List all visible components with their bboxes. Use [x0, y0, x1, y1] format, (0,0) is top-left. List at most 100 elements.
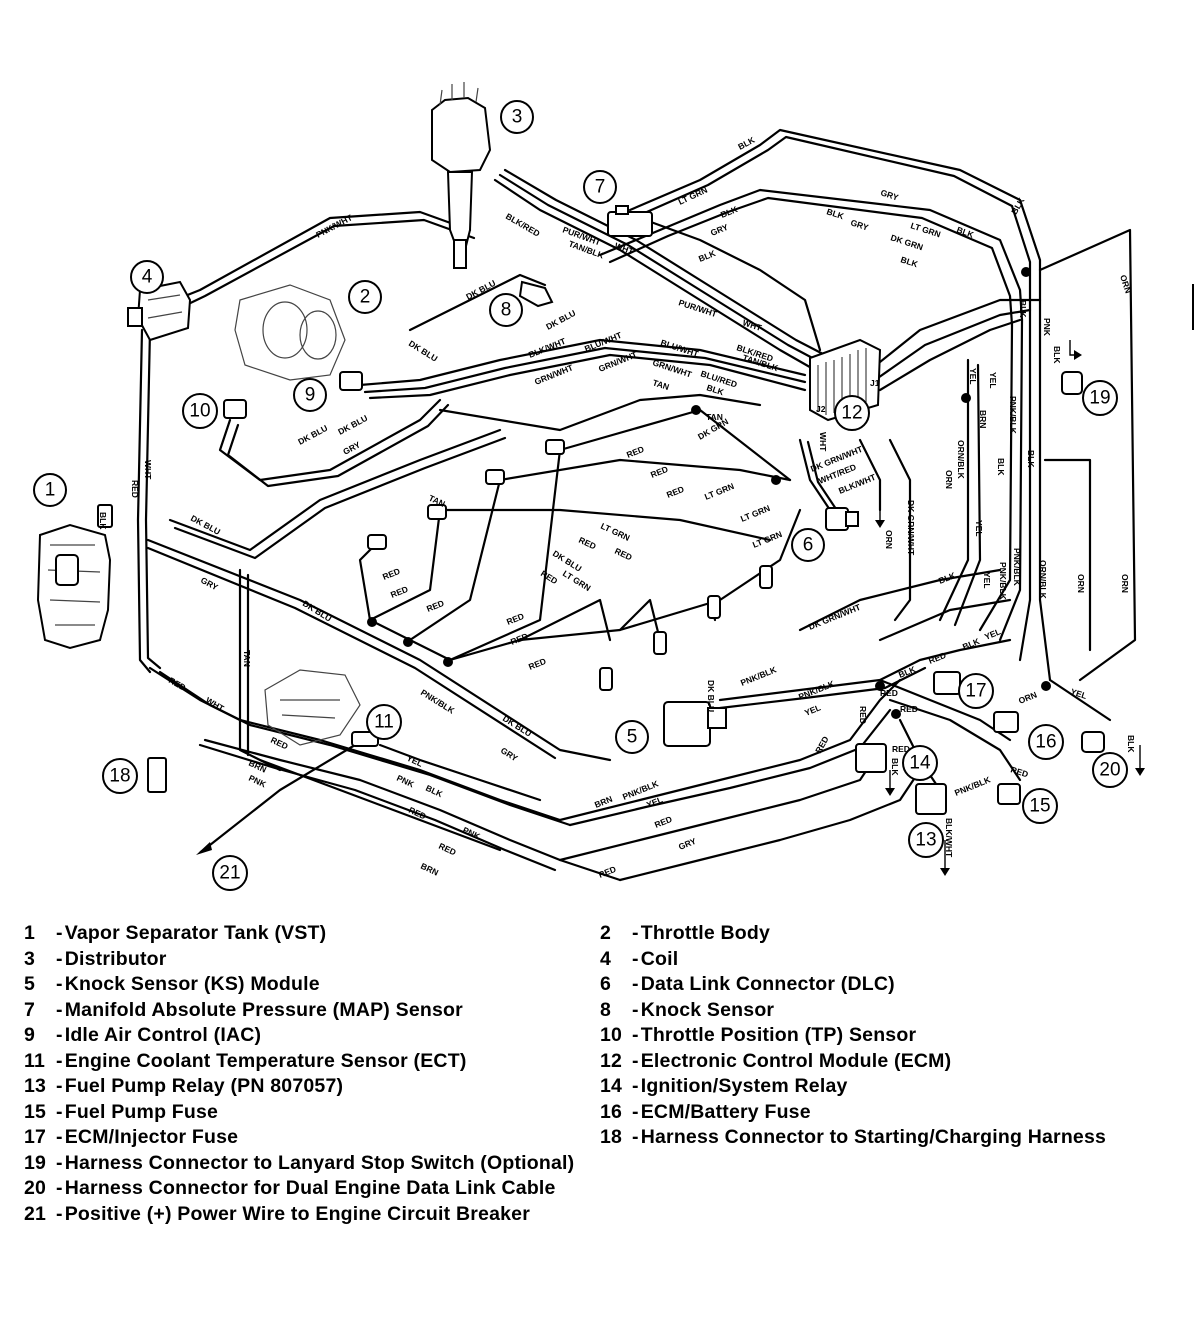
wire-label: BLK [719, 204, 740, 220]
wire-label: GRY [709, 222, 730, 238]
callout-21: 21 [212, 855, 248, 891]
legend-item-11: 11- Engine Coolant Temperature Sensor (E… [24, 1050, 467, 1073]
wire-harness [136, 128, 1145, 882]
wire-label: GRY [677, 836, 698, 852]
svg-text:3: 3 [512, 107, 523, 128]
wire-label: RED [527, 656, 547, 672]
junction-dots [367, 267, 1051, 719]
legend-label: Throttle Position (TP) Sensor [640, 1024, 917, 1046]
wire-label: BLK [996, 458, 1006, 476]
wire-label: DK BLU [296, 423, 329, 447]
wire-label: RED [613, 546, 633, 563]
wire-label: BLK [1018, 300, 1028, 318]
wire-label: BRN [247, 758, 268, 775]
svg-text:19: 19 [1089, 388, 1110, 409]
legend-number: 5 [24, 973, 36, 995]
callout-6: 6 [791, 528, 825, 562]
callout-2: 2 [348, 280, 382, 314]
wire-label: WHT [818, 432, 828, 452]
wire-label: RED [858, 706, 868, 724]
legend-number: 20 [24, 1177, 47, 1199]
legend-label: Harness Connector to Starting/Charging H… [640, 1126, 1107, 1148]
wire-label: PUR/WHT [677, 297, 719, 319]
legend-number: 13 [24, 1075, 47, 1097]
component-legend: 1- Vapor Separator Tank (VST)2- Throttle… [0, 922, 1200, 1225]
wire-label: RED [381, 566, 401, 582]
svg-text:1: 1 [45, 480, 56, 501]
data-link-connector-drawing [825, 507, 859, 531]
legend-dash: - [56, 1075, 63, 1097]
legend-dash: - [56, 1151, 63, 1174]
wire-label: DK BLU [407, 338, 440, 363]
wire-label: WHT [741, 317, 763, 333]
wire-label: LT GRN [909, 220, 942, 239]
wire-label: BLK [937, 570, 958, 586]
callout-13: 13 [908, 822, 944, 858]
wire-label: RED [927, 650, 947, 666]
ecm-battery-fuse-drawing [993, 711, 1019, 733]
wire-label: PNK [395, 773, 416, 790]
legend-number: 21 [24, 1202, 47, 1225]
legend-label: Throttle Body [640, 922, 771, 944]
legend-number: 15 [24, 1100, 47, 1123]
edge-mark [1192, 284, 1194, 330]
legend-dash: - [56, 998, 63, 1021]
wire-label: GRY [199, 575, 220, 592]
legend-number: 19 [24, 1151, 47, 1174]
callout-20: 20 [1092, 752, 1128, 788]
legend-dash: - [56, 1049, 63, 1072]
engine-sketch [264, 669, 361, 746]
wire-label: GRY [879, 187, 900, 202]
idle-air-control-drawing [339, 371, 363, 391]
wire-label: RED [665, 484, 685, 500]
vapor-separator-tank-drawing [36, 504, 113, 650]
wire-label: PNK [1042, 318, 1052, 337]
fuel-pump-fuse-drawing [997, 783, 1021, 805]
wire-label: BLK [961, 636, 982, 652]
wire-label: ORN [944, 470, 954, 489]
callout-19: 19 [1082, 380, 1118, 416]
wire-label: BLK [98, 512, 108, 530]
legend-dash: - [56, 1202, 63, 1225]
legend-label: Harness Connector to Lanyard Stop Switch… [64, 1151, 575, 1174]
legend-item-14: 14- Ignition/System Relay [600, 1075, 848, 1098]
legend-item-19: 19- Harness Connector to Lanyard Stop Sw… [24, 1152, 574, 1175]
wire-label: TAN [651, 377, 670, 392]
wire-label: BLK [1126, 735, 1136, 753]
svg-text:14: 14 [909, 753, 931, 774]
legend-number: 7 [24, 998, 36, 1021]
coolant-temp-sensor-drawing [351, 731, 379, 747]
legend-item-10: 10- Throttle Position (TP) Sensor [600, 1024, 916, 1047]
wire-label: LT GRN [739, 503, 772, 524]
wire-label: YEL [982, 572, 992, 589]
callout-14: 14 [902, 745, 938, 781]
svg-text:17: 17 [965, 681, 986, 702]
wire-label: RED [813, 734, 831, 755]
svg-text:12: 12 [841, 403, 862, 424]
lanyard-connector-drawing [1061, 371, 1083, 395]
legend-dash: - [56, 1177, 63, 1199]
svg-text:9: 9 [305, 385, 316, 406]
callout-5: 5 [615, 720, 649, 754]
legend-item-2: 2- Throttle Body [600, 922, 770, 945]
wire-label: GRY [499, 745, 520, 763]
legend-item-16: 16- ECM/Battery Fuse [600, 1101, 811, 1124]
legend-dash: - [632, 973, 639, 995]
wire-label: YEL [1069, 686, 1088, 701]
legend-item-20: 20- Harness Connector for Dual Engine Da… [24, 1177, 556, 1200]
legend-label: Knock Sensor [640, 998, 775, 1021]
starting-charging-connector-drawing [147, 757, 167, 793]
wire-label: ORN [1017, 690, 1038, 706]
legend-number: 8 [600, 998, 612, 1021]
legend-item-5: 5- Knock Sensor (KS) Module [24, 973, 320, 996]
wire-label: RED [425, 598, 445, 614]
svg-text:18: 18 [109, 766, 130, 787]
legend-number: 11 [24, 1049, 46, 1072]
wire-label: RED [389, 584, 409, 600]
components [36, 82, 1105, 815]
callout-11: 11 [366, 704, 402, 740]
legend-dash: - [632, 947, 639, 970]
wire-label: RED [130, 480, 140, 498]
wire-label: YEL [988, 372, 998, 389]
wire-label: YEL [968, 368, 978, 385]
